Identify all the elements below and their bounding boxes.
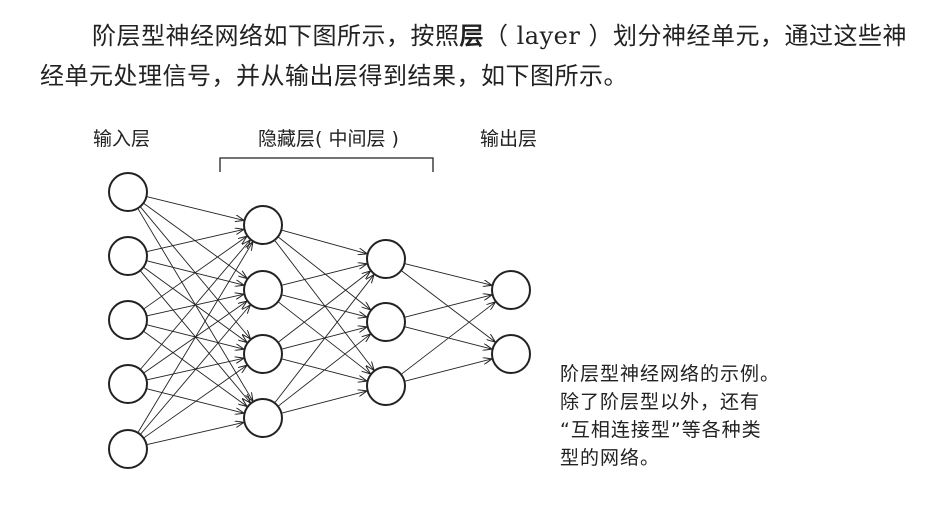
neurons-group	[108, 172, 531, 469]
hidden2-neuron	[366, 239, 406, 279]
hidden2-neuron	[366, 302, 406, 342]
caption-line: “互相连接型”等各种类	[560, 419, 762, 441]
connection-arrow	[137, 242, 253, 433]
connection-arrow	[146, 422, 244, 446]
output-layer-label: 输出层	[480, 128, 538, 150]
output-neuron	[491, 334, 531, 374]
input-layer-label: 输入层	[93, 128, 151, 150]
connection-arrow	[277, 236, 370, 310]
connections-group	[137, 196, 495, 446]
connection-arrow	[146, 229, 244, 253]
intro-text-after: （ layer ）划分神经单元，通过这些神经单元处理信号，并从输出层得到结果，如…	[40, 22, 907, 90]
connection-arrow	[404, 263, 491, 286]
connection-arrow	[281, 327, 366, 350]
hidden1-neuron	[243, 205, 283, 245]
connection-arrow	[146, 388, 243, 413]
connection-arrow	[400, 302, 495, 375]
connection-arrow	[139, 305, 250, 435]
connection-arrow	[277, 271, 370, 343]
hidden1-neuron	[243, 398, 283, 438]
connection-arrow	[281, 264, 366, 286]
input-neuron	[108, 429, 148, 469]
connection-arrow	[281, 229, 366, 254]
figure-caption: 阶层型神经网络的示例。 除了阶层型以外，还有 “互相连接型”等各种类 型的网络。	[560, 360, 820, 472]
connection-arrow	[404, 359, 491, 382]
connection-arrow	[139, 240, 250, 370]
intro-text-before: 阶层型神经网络如下图所示，按照	[92, 22, 460, 50]
hidden2-neuron	[366, 366, 406, 406]
hidden1-neuron	[243, 270, 283, 310]
connection-arrow	[146, 196, 243, 221]
output-neuron	[491, 270, 531, 310]
hidden-layer-bracket	[219, 157, 434, 172]
input-neuron	[108, 364, 148, 404]
connection-arrow	[404, 295, 491, 318]
connection-arrow	[146, 358, 244, 381]
input-neuron	[108, 300, 148, 340]
connection-arrow	[143, 366, 247, 439]
connection-arrow	[281, 391, 366, 414]
input-neuron	[108, 236, 148, 276]
intro-term-layer: 层	[459, 21, 484, 50]
connection-arrow	[281, 294, 366, 317]
intro-paragraph: 阶层型神经网络如下图所示，按照层（ layer ）划分神经单元，通过这些神经单元…	[40, 16, 920, 96]
caption-line: 阶层型神经网络的示例。	[560, 363, 781, 385]
hidden-layer-label: 隐藏层( 中间层 )	[258, 128, 399, 150]
connection-arrow	[277, 334, 370, 407]
hidden1-neuron	[243, 334, 283, 374]
connection-arrow	[143, 237, 247, 310]
connection-arrow	[274, 275, 374, 404]
caption-line: 型的网络。	[560, 447, 661, 469]
input-neuron	[108, 172, 148, 212]
caption-line: 除了阶层型以外，还有	[560, 391, 761, 413]
connection-arrow	[274, 239, 374, 370]
